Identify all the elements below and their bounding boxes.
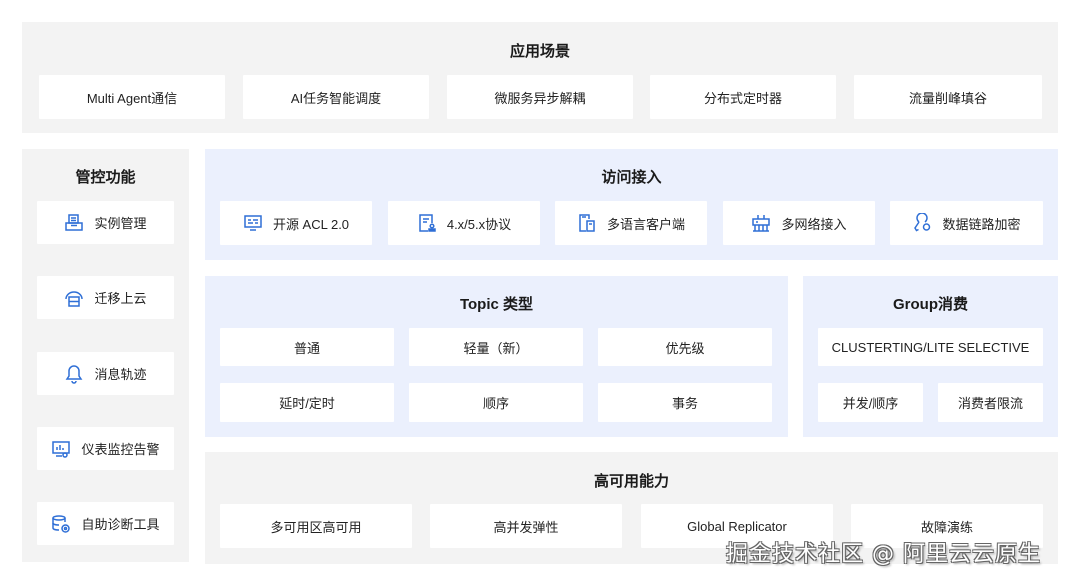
scenario-card: 分布式定时器 — [650, 75, 836, 119]
topic-panel: Topic 类型 普通 轻量（新） 优先级 延时/定时 顺序 事务 — [205, 276, 788, 437]
scenario-card: 微服务异步解耦 — [447, 75, 633, 119]
topic-card: 优先级 — [598, 328, 772, 366]
access-card-client: 多语言客户端 — [555, 201, 707, 245]
ha-title: 高可用能力 — [593, 473, 669, 490]
management-card-migrate: 迁移上云 — [37, 276, 174, 319]
topic-card: 普通 — [220, 328, 394, 366]
monitor-dashboard-icon — [51, 439, 71, 459]
management-label: 实例管理 — [94, 216, 147, 231]
ha-card: 故障演练 — [851, 504, 1043, 548]
scenario-card: Multi Agent通信 — [39, 75, 225, 119]
access-label: 开源 ACL 2.0 — [272, 216, 350, 232]
access-label: 多网络接入 — [781, 216, 847, 232]
topic-card: 轻量（新） — [409, 328, 583, 366]
group-panel: Group消费 CLUSTERTING/LITE SELECTIVE 并发/顺序… — [803, 276, 1058, 437]
management-label: 消息轨迹 — [94, 367, 147, 382]
access-card-acl: 开源 ACL 2.0 — [220, 201, 372, 245]
access-label: 4.x/5.x协议 — [446, 216, 512, 232]
scenarios-title: 应用场景 — [509, 43, 570, 60]
protocol-doc-icon — [417, 213, 437, 233]
access-title: 访问接入 — [601, 169, 662, 186]
ha-card: 多可用区高可用 — [220, 504, 412, 548]
watermark: 掘金技术社区 @ 阿里云云原生 — [726, 542, 1041, 567]
group-card: 消费者限流 — [938, 383, 1043, 422]
access-card-network: 多网络接入 — [723, 201, 875, 245]
topic-card: 顺序 — [409, 383, 583, 422]
access-panel: 访问接入 开源 ACL 2.0 4.x/5.x协议 多语言客户端 多网络接入 数… — [205, 149, 1058, 260]
acl-icon — [243, 213, 263, 233]
access-label: 多语言客户端 — [606, 216, 685, 232]
ha-card: Global Replicator — [641, 504, 833, 548]
scenario-card: AI任务智能调度 — [243, 75, 429, 119]
topic-title: Topic 类型 — [459, 296, 534, 313]
cloud-migrate-icon — [64, 288, 84, 308]
access-card-protocol: 4.x/5.x协议 — [388, 201, 540, 245]
access-card-encryption: 数据链路加密 — [890, 201, 1043, 245]
management-label: 自助诊断工具 — [81, 517, 160, 532]
bell-icon — [64, 364, 84, 384]
ha-card: 高并发弹性 — [430, 504, 622, 548]
topic-card: 事务 — [598, 383, 772, 422]
management-label: 仪表监控告警 — [81, 442, 160, 457]
group-card: 并发/顺序 — [818, 383, 923, 422]
access-label: 数据链路加密 — [942, 216, 1021, 232]
management-card-diagnose: 自助诊断工具 — [37, 502, 174, 545]
group-card-wide: CLUSTERTING/LITE SELECTIVE — [818, 328, 1043, 366]
ha-panel: 高可用能力 多可用区高可用 高并发弹性 Global Replicator 故障… — [205, 452, 1058, 564]
database-diagnose-icon — [51, 514, 71, 534]
scenario-card: 流量削峰填谷 — [854, 75, 1042, 119]
encryption-key-icon — [912, 213, 932, 233]
management-title: 管控功能 — [75, 169, 136, 186]
management-panel: 管控功能 实例管理 迁移上云 消息轨迹 仪表监控告警 自助诊断工具 — [22, 149, 189, 562]
management-card-monitor: 仪表监控告警 — [37, 427, 174, 470]
client-devices-icon — [577, 213, 597, 233]
management-card-instance: 实例管理 — [37, 201, 174, 244]
network-icon — [751, 213, 771, 233]
management-card-trace: 消息轨迹 — [37, 352, 174, 395]
group-title: Group消费 — [893, 296, 968, 313]
topic-card: 延时/定时 — [220, 383, 394, 422]
management-label: 迁移上云 — [94, 291, 147, 306]
scenarios-panel: 应用场景 Multi Agent通信 AI任务智能调度 微服务异步解耦 分布式定… — [22, 22, 1058, 133]
instance-icon — [64, 213, 84, 233]
